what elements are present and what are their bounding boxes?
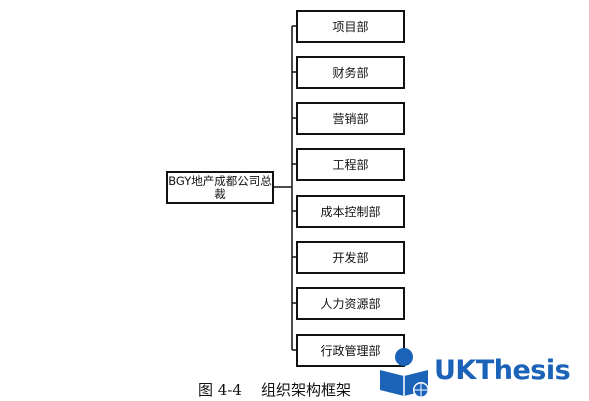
dept-label: 行政管理部 <box>320 344 381 358</box>
dept-node-engineering: 工程部 <box>296 148 405 181</box>
dept-node-development: 开发部 <box>296 241 405 274</box>
dept-node-marketing: 营销部 <box>296 102 405 135</box>
dept-label: 人力资源部 <box>320 297 381 311</box>
root-node-ceo: BGY地产成都公司总裁 <box>166 171 274 204</box>
dept-node-finance: 财务部 <box>296 56 405 89</box>
dept-label: 项目部 <box>332 20 369 34</box>
dept-node-project: 项目部 <box>296 10 405 43</box>
watermark-text: UKThesis <box>434 355 571 386</box>
root-node-label: BGY地产成都公司总裁 <box>168 174 272 201</box>
dept-node-cost-control: 成本控制部 <box>296 195 405 228</box>
dept-label: 财务部 <box>332 66 369 80</box>
ukthesis-logo-icon <box>380 348 429 398</box>
dept-label: 工程部 <box>332 158 369 172</box>
dept-node-hr: 人力资源部 <box>296 287 405 320</box>
figure-caption: 图 4-4 组织架构框架 <box>198 381 351 399</box>
dept-label: 开发部 <box>332 251 369 265</box>
dept-label: 成本控制部 <box>320 205 381 219</box>
dept-label: 营销部 <box>332 112 369 126</box>
